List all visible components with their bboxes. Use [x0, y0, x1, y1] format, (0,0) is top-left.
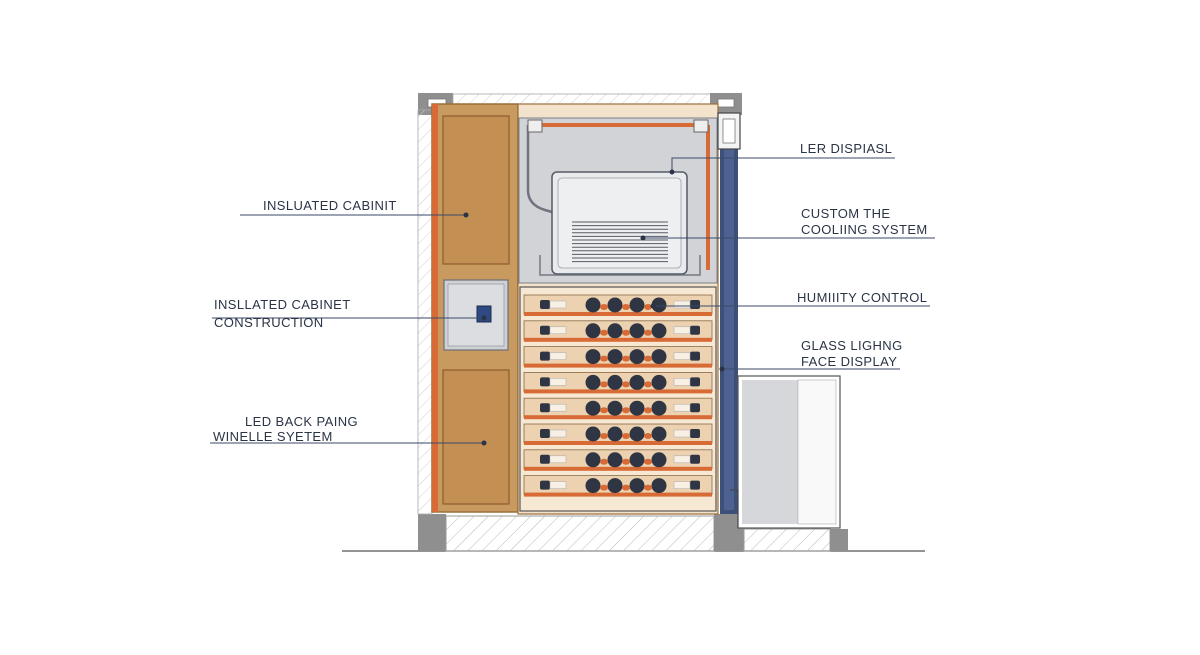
wine-bottle: [629, 478, 645, 494]
bottle-neck: [690, 403, 700, 413]
label-cooling-2: COOLIING SYSTEM: [801, 222, 928, 237]
wine-bottle: [607, 374, 623, 390]
wine-bottle: [629, 400, 645, 416]
rack-shelf: [523, 423, 713, 445]
bottle-neck: [690, 377, 700, 387]
base-plinth: [418, 514, 848, 552]
label-cooling-1: CUSTOM THE: [801, 206, 890, 221]
wine-bottle: [585, 297, 601, 313]
rack-shelf: [523, 320, 713, 342]
wine-bottle: [651, 349, 667, 365]
wine-bottle: [607, 400, 623, 416]
wine-rack: [519, 286, 717, 512]
bottle-neck: [540, 454, 550, 464]
bottle-neck: [540, 429, 550, 438]
label-glass-1: GLASS LIGHNG: [801, 338, 903, 353]
label-cabinet-construction-2: CONSTRUCTION: [214, 315, 324, 330]
wine-bottle: [651, 323, 667, 339]
wine-bottle: [629, 349, 645, 365]
label-led-display: LER DISPIASL: [800, 141, 892, 156]
wine-bottle: [585, 478, 601, 494]
bottle-neck: [540, 377, 550, 387]
bottle-neck: [690, 480, 700, 490]
bottle-neck: [690, 325, 700, 335]
bottle-neck: [540, 325, 550, 335]
rack-shelf: [523, 294, 713, 316]
bottle-neck: [540, 300, 550, 309]
rack-shelf: [523, 475, 713, 497]
bottle-neck: [690, 454, 700, 464]
wine-bottle: [629, 452, 645, 468]
wine-bottle: [651, 452, 667, 468]
wine-bottle: [585, 323, 601, 339]
bottle-neck: [540, 351, 550, 361]
label-glass-2: FACE DISPLAY: [801, 354, 897, 369]
bottle-neck: [540, 403, 550, 413]
wine-bottle: [629, 426, 645, 442]
rack-shelf: [523, 346, 713, 368]
rack-shelf: [523, 371, 713, 394]
cooling-compartment: [518, 112, 741, 284]
wine-bottle: [651, 374, 667, 390]
left-wall: [417, 109, 433, 515]
wine-bottle: [651, 400, 667, 416]
bottle-neck: [690, 351, 700, 361]
wine-bottle: [585, 349, 601, 365]
wine-bottle: [629, 374, 645, 390]
bottle-neck: [690, 300, 700, 309]
wine-bottle: [585, 374, 601, 390]
wine-bottle: [585, 426, 601, 442]
label-humidity: HUMIIITY CONTROL: [797, 290, 927, 305]
wine-bottle: [585, 400, 601, 416]
rack-shelf: [523, 449, 713, 471]
labels: INSLUATED CABINIT INSLLATED CABINET CONS…: [213, 141, 928, 444]
wine-bottle: [607, 478, 623, 494]
label-led-back-1: LED BACK PAING: [245, 414, 358, 429]
wine-bottle: [629, 297, 645, 313]
bottle-neck: [690, 429, 700, 438]
wine-bottle: [607, 452, 623, 468]
wine-bottle: [629, 323, 645, 339]
glass-display-box: [730, 375, 841, 529]
wine-bottle: [607, 297, 623, 313]
wine-bottle: [651, 478, 667, 494]
insulated-cabinet: [431, 103, 519, 513]
cooling-vent: [572, 221, 668, 263]
bottle-neck: [540, 480, 550, 490]
rack-shelf: [523, 397, 713, 420]
wine-bottle: [607, 349, 623, 365]
wine-bottle: [585, 452, 601, 468]
wine-bottle: [651, 426, 667, 442]
leader-lines: [210, 157, 935, 446]
wine-bottle: [651, 297, 667, 313]
wine-bottle: [607, 426, 623, 442]
label-insulated-cabinet: INSLUATED CABINIT: [263, 198, 397, 213]
label-led-back-2: WINELLE SYETEM: [213, 429, 333, 444]
wine-bottle: [607, 323, 623, 339]
label-cabinet-construction-1: INSLLATED CABINET: [214, 297, 351, 312]
